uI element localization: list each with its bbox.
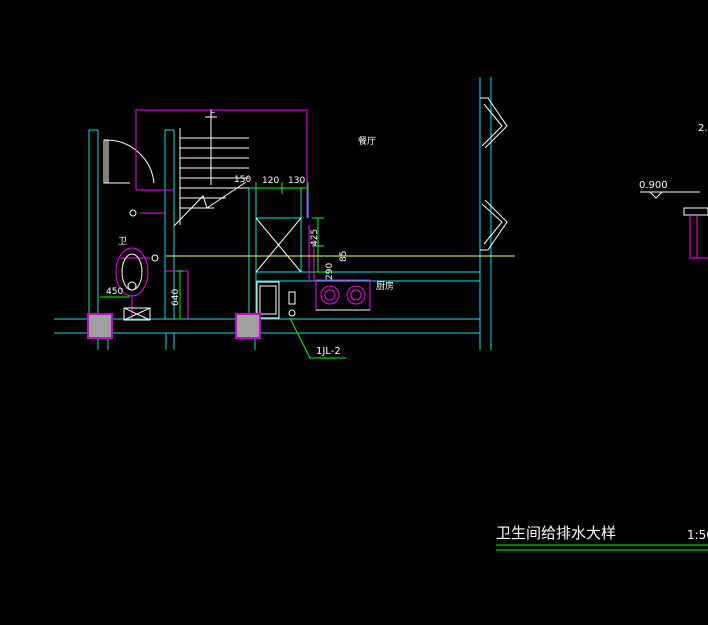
bathroom-door bbox=[103, 139, 155, 184]
drawing-scale: 1:50 bbox=[687, 528, 708, 542]
walls bbox=[54, 77, 492, 350]
dim-120: 120 bbox=[262, 176, 279, 186]
label-right-top: 2. bbox=[698, 123, 708, 134]
windows bbox=[480, 97, 508, 251]
elevation-mark bbox=[640, 191, 708, 259]
label-up-mark: 上 bbox=[207, 109, 216, 120]
dim-150: 150 bbox=[234, 175, 251, 185]
footer-lines bbox=[496, 544, 708, 551]
dim-85: 85 bbox=[339, 251, 349, 262]
pipes bbox=[120, 109, 315, 319]
label-elevation: 0.900 bbox=[639, 180, 668, 191]
dimension-lines bbox=[100, 182, 346, 359]
columns bbox=[87, 313, 261, 339]
label-kitchen: 厨房 bbox=[376, 280, 394, 292]
label-bathroom: 卫 bbox=[118, 237, 127, 247]
gas-stove bbox=[315, 279, 371, 311]
dim-425: 425 bbox=[310, 229, 320, 246]
dim-640: 640 bbox=[171, 289, 181, 306]
dim-130: 130 bbox=[288, 176, 305, 186]
label-riser: 1JL-2 bbox=[316, 346, 341, 357]
dim-290: 290 bbox=[325, 263, 335, 280]
label-living-room: 餐厅 bbox=[358, 135, 376, 147]
drawing-title: 卫生间给排水大样 bbox=[496, 524, 616, 542]
fixtures bbox=[115, 209, 302, 321]
dim-450: 450 bbox=[106, 287, 123, 297]
stair bbox=[173, 110, 249, 227]
